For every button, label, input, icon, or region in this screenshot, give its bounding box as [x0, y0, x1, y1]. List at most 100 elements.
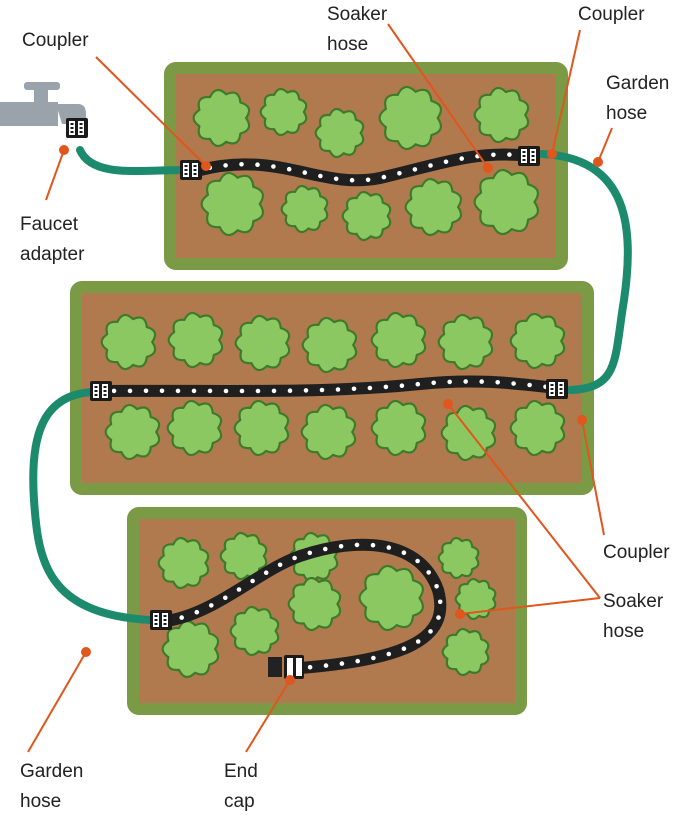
soaker-hole	[386, 545, 392, 550]
soaker-hole	[175, 388, 181, 394]
garden-hose	[538, 150, 632, 394]
soaker-hole	[436, 615, 441, 620]
leader-garden-hose-bottom-dot	[81, 647, 91, 657]
soaker-hole	[159, 388, 165, 394]
soaker-hole	[381, 174, 387, 180]
soaker-hole	[323, 663, 329, 668]
plant-icon	[161, 619, 220, 679]
label-garden-hose-right: Garden hose	[606, 73, 670, 124]
end-cap-icon	[268, 655, 304, 679]
soaker-hole	[127, 388, 133, 394]
soaker-hole	[236, 587, 242, 592]
label-garden-hose-bottom: Garden hose	[20, 761, 84, 812]
soaker-hole	[412, 167, 418, 172]
soaker-hose	[194, 148, 526, 187]
soaker-hole	[191, 388, 197, 394]
plant-icon	[200, 171, 265, 237]
soaker-hole	[292, 555, 297, 561]
leader-faucet-adapter	[45, 149, 65, 201]
soaker-hole	[323, 546, 328, 552]
soaker-hole	[399, 383, 405, 389]
leader-coupler-right-dot	[577, 415, 587, 425]
garden-hose	[29, 388, 154, 624]
soaker-hole	[459, 156, 465, 161]
soaker-hole	[143, 388, 149, 394]
coupler-icon	[150, 610, 172, 630]
soaker-hole	[239, 388, 245, 394]
plant-icon	[378, 85, 443, 151]
leader-soaker-hose-top-dot	[483, 163, 493, 173]
soaker-hole	[223, 163, 228, 168]
soaker-hole	[437, 599, 443, 605]
soaker-hole	[367, 385, 373, 391]
soaker-hole	[355, 658, 361, 664]
label-faucet-adapter: Faucet adapter	[20, 214, 85, 265]
leader-end-cap-dot	[285, 675, 295, 685]
plant-icon	[473, 86, 530, 144]
faucet-adapter-icon	[66, 118, 88, 138]
plant-icon	[358, 564, 425, 632]
soaker-hole	[428, 629, 433, 634]
soaker-hole	[255, 388, 261, 394]
soaker-hole	[447, 379, 453, 385]
plant-icon	[287, 576, 342, 632]
plant-icon	[440, 404, 497, 462]
plant-icon	[314, 107, 365, 159]
label-coupler-top-right: Coupler	[578, 4, 645, 25]
soaker-hole	[209, 603, 214, 608]
soaker-hole	[463, 379, 469, 384]
soaker-hole	[371, 655, 376, 661]
soaker-hole	[434, 584, 439, 589]
hoses	[29, 146, 632, 674]
soaker-hole	[286, 166, 292, 172]
soaker-hole	[370, 542, 376, 548]
plant-icon	[437, 536, 480, 580]
soaker-hole	[365, 177, 371, 183]
leader-soaker-hose-bottom	[459, 597, 601, 615]
label-soaker-hose-right: Soaker hose	[603, 591, 664, 642]
soaker-hole	[318, 173, 323, 179]
leader-faucet-adapter-dot	[59, 145, 69, 155]
soaker-hole	[349, 177, 355, 183]
plant-icon	[259, 87, 308, 137]
soaker-hole	[428, 163, 433, 168]
plant-icon	[404, 177, 463, 237]
soaker-hole	[338, 544, 344, 549]
leader-coupler-top-right-dot	[547, 149, 557, 159]
plant-icon	[509, 399, 566, 457]
soaker-hole	[303, 388, 309, 393]
soaker-hole	[491, 152, 496, 158]
plant-icon	[454, 577, 497, 621]
leader-garden-hose-right-dot	[593, 157, 603, 167]
soaker-hole	[207, 388, 213, 394]
soaker-hole	[415, 639, 421, 644]
plant-icon	[229, 605, 280, 657]
label-end-cap: End cap	[224, 761, 258, 812]
plant-icon	[301, 316, 358, 374]
soaker-hole	[415, 558, 420, 564]
soaker-hole	[351, 386, 357, 392]
plant-icon	[280, 184, 329, 234]
soaker-hole	[271, 164, 276, 169]
soaker-hole	[507, 152, 512, 157]
plants	[100, 85, 566, 679]
leader-soaker-hose-bottom-dot	[455, 609, 465, 619]
soaker-hole	[277, 562, 283, 568]
plant-icon	[370, 311, 427, 369]
soaker-hole	[339, 661, 345, 666]
soaker-hole	[255, 162, 260, 167]
plant-icon	[370, 399, 427, 457]
plant-icon	[157, 536, 210, 590]
soaker-hole	[223, 595, 228, 601]
soaker-hose	[166, 538, 447, 674]
plant-icon	[166, 399, 223, 457]
coupler-icon	[518, 146, 540, 166]
soaker-hole	[386, 651, 392, 657]
plant-icon	[104, 403, 161, 461]
soaker-hole	[495, 380, 501, 385]
soaker-hole	[335, 387, 341, 392]
leader-coupler-top-right	[551, 29, 581, 155]
leader-coupler-right	[581, 419, 605, 536]
plant-icon	[341, 190, 392, 242]
soaker-hole	[479, 379, 485, 384]
